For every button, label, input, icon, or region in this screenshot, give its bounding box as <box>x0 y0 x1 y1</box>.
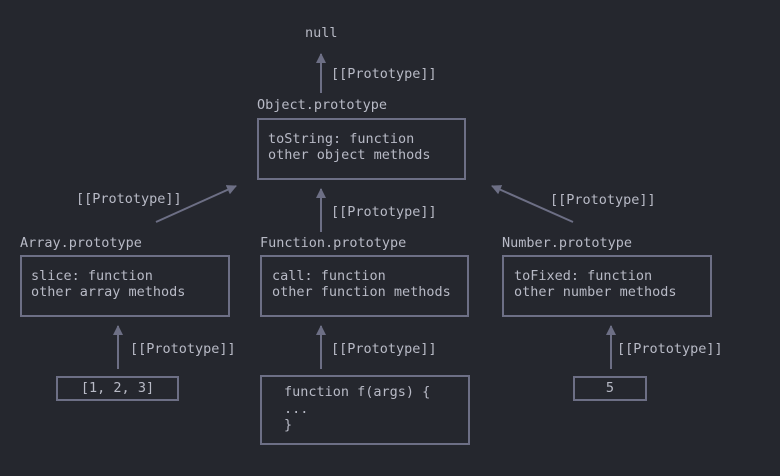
arrow-array-to-object <box>155 185 237 223</box>
function-instance-line-2: ... <box>284 401 309 417</box>
function-prototype-line-2: other function methods <box>272 284 451 300</box>
arrow-number-to-object <box>491 185 574 223</box>
object-prototype-title: Object.prototype <box>257 97 388 113</box>
number-prototype-line-2: other number methods <box>514 284 677 300</box>
array-prototype-title: Array.prototype <box>20 235 142 251</box>
array-prototype-line-1: slice: function <box>31 268 153 284</box>
object-prototype-box: toString: function other object methods <box>257 118 466 180</box>
proto-link-label-funcinst: [[Prototype]] <box>331 341 437 357</box>
proto-link-label-array-object: [[Prototype]] <box>76 191 182 207</box>
object-prototype-line-1: toString: function <box>268 131 415 147</box>
array-prototype-line-2: other array methods <box>31 284 186 300</box>
array-instance-text: [1, 2, 3] <box>80 380 155 396</box>
function-prototype-line-1: call: function <box>272 268 386 284</box>
proto-link-label-object-null: [[Prototype]] <box>331 66 437 82</box>
function-instance-line-1: function f(args) { <box>284 384 431 400</box>
number-instance-text: 5 <box>605 380 615 396</box>
proto-link-label-number-object: [[Prototype]] <box>550 192 656 208</box>
number-prototype-line-1: toFixed: function <box>514 268 653 284</box>
number-instance-box: 5 <box>573 376 647 401</box>
array-instance-box: [1, 2, 3] <box>56 376 179 401</box>
proto-link-label-arrayinst: [[Prototype]] <box>130 341 236 357</box>
array-prototype-box: slice: function other array methods <box>20 255 230 317</box>
object-prototype-line-2: other object methods <box>268 147 431 163</box>
null-label: null <box>305 25 338 41</box>
function-instance-box: function f(args) { ... } <box>260 375 470 445</box>
proto-link-label-numinst: [[Prototype]] <box>617 341 723 357</box>
function-instance-line-3: } <box>284 417 293 433</box>
proto-link-label-function-object: [[Prototype]] <box>331 204 437 220</box>
function-prototype-title: Function.prototype <box>260 235 407 251</box>
function-prototype-box: call: function other function methods <box>260 255 469 317</box>
number-prototype-box: toFixed: function other number methods <box>502 255 712 317</box>
number-prototype-title: Number.prototype <box>502 235 633 251</box>
